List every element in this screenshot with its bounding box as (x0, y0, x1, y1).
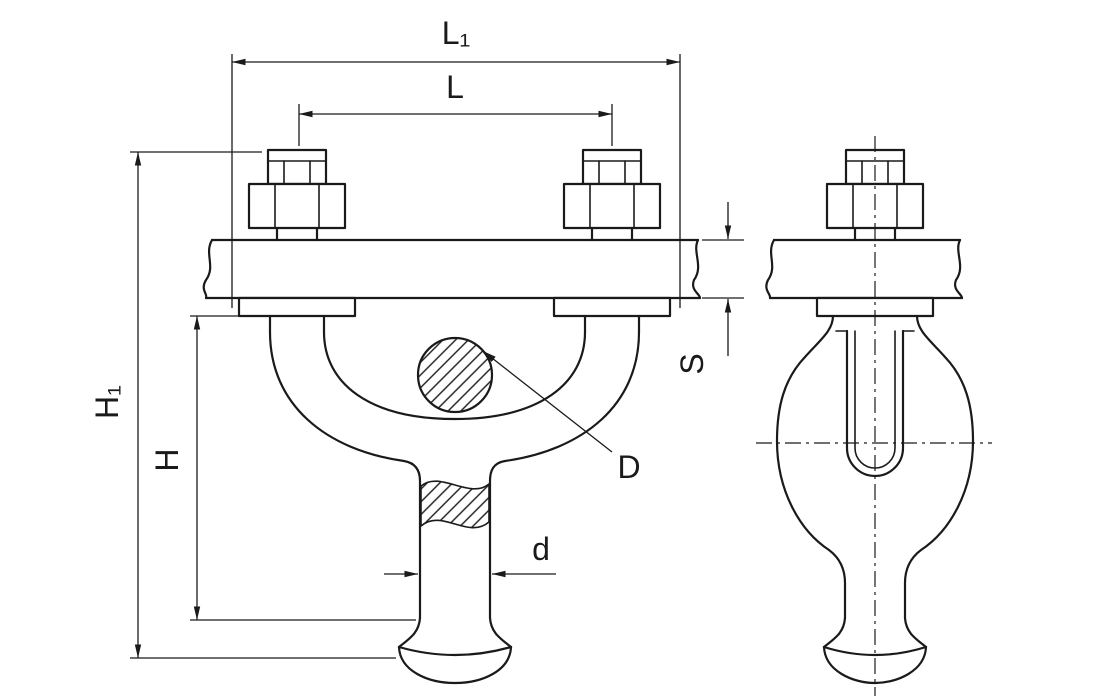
beam-break-right-side (954, 238, 964, 300)
dimensions: L₁ L H₁ H S (89, 15, 744, 659)
beam-break-left (202, 238, 214, 300)
dim-label-h: H (149, 448, 185, 471)
beam-front (202, 238, 702, 300)
side-view (756, 136, 992, 696)
beam-break-right (692, 238, 702, 300)
dimension-h: H (149, 315, 416, 621)
dimension-s: S (674, 202, 744, 375)
front-view (202, 148, 702, 685)
link-inner-arc (322, 330, 587, 421)
ball-foot-side (822, 616, 928, 685)
socket-body (775, 314, 975, 620)
dimension-l: L (298, 69, 613, 146)
dim-label-l1: L₁ (442, 15, 471, 51)
dimension-d-pin: D (482, 350, 641, 485)
ball-foot-front (397, 616, 513, 685)
beam-break-left-side (765, 238, 776, 300)
dim-label-d-stem: d (532, 531, 550, 567)
dim-label-l: L (446, 69, 464, 105)
dim-label-d-pin: D (617, 449, 640, 485)
bolt-right (552, 148, 672, 318)
pin-section (416, 336, 494, 414)
link-outer-left (268, 330, 422, 620)
stem-section-hatch (420, 480, 490, 529)
beam-side (765, 238, 964, 300)
dimension-l1: L₁ (231, 15, 681, 308)
clevis-link (268, 314, 641, 620)
dimension-h1: H₁ (89, 151, 396, 659)
link-outer-right (488, 330, 641, 620)
dimension-d-stem: d (384, 531, 556, 578)
bolt-left (237, 148, 357, 318)
dim-label-s: S (674, 353, 710, 374)
dim-label-h1: H₁ (89, 385, 125, 419)
